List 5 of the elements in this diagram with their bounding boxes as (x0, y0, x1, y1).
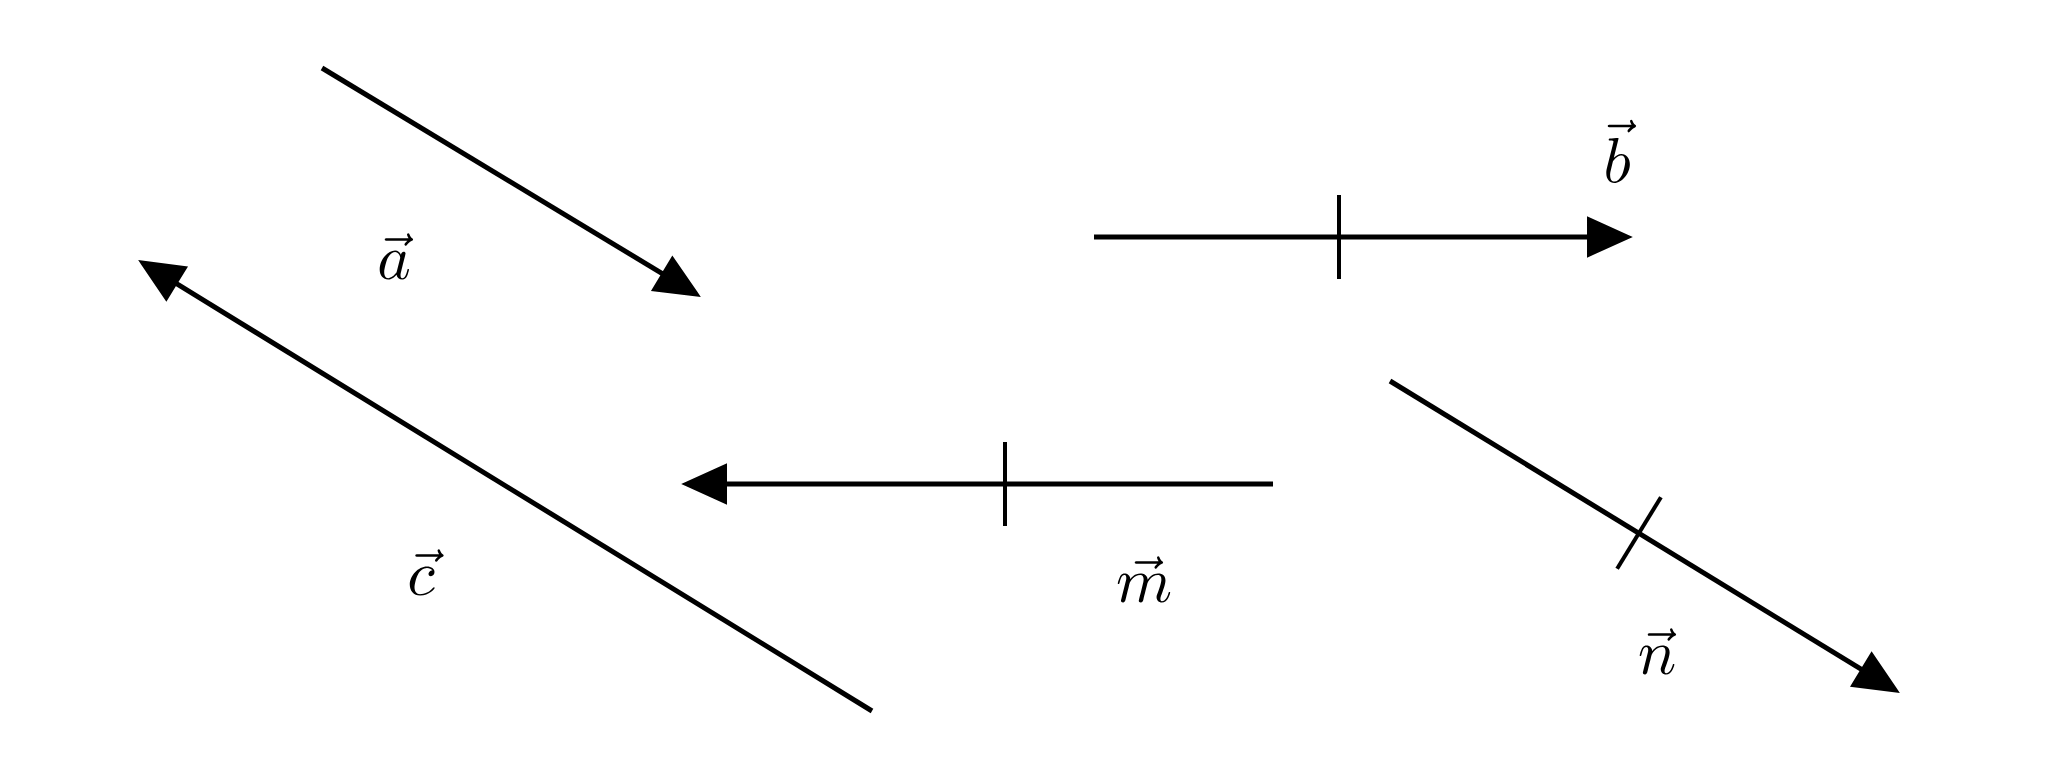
vector-label: $\vec{m}$ (1117, 556, 1171, 603)
vector-label: $\vec{c}$ (409, 549, 444, 596)
vector-label: $\vec{b}$ (1606, 119, 1637, 183)
vector-label: $\vec{a}$ (379, 233, 414, 280)
vector-label: $\vec{n}$ (1639, 628, 1677, 675)
